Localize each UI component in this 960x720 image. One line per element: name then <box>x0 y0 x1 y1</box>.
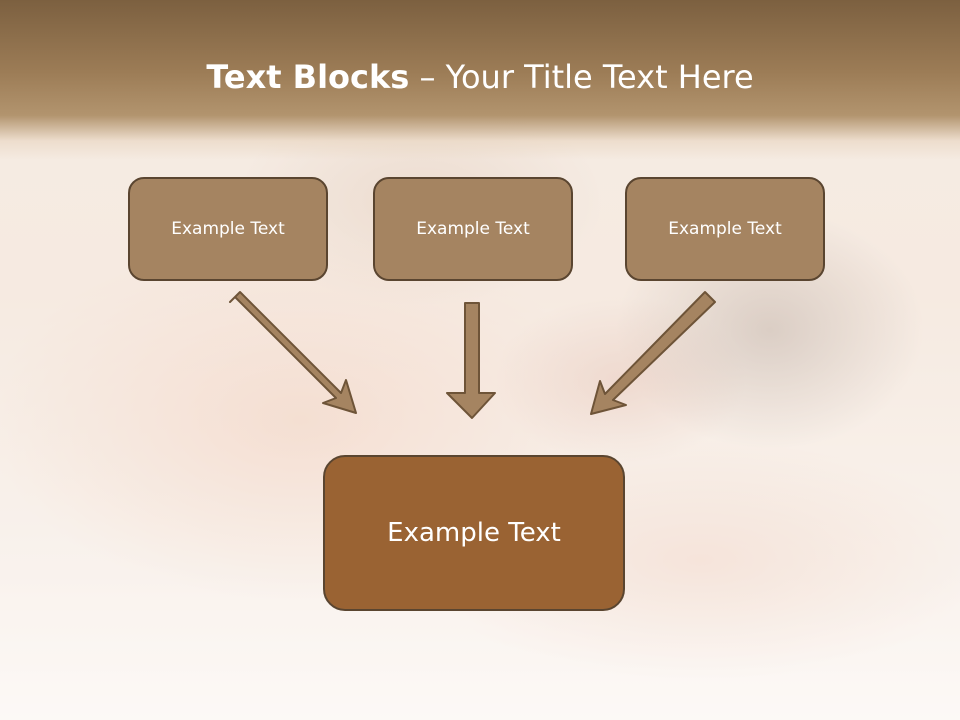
title-separator: – <box>419 58 436 96</box>
slide-title: Text Blocks – Your Title Text Here <box>0 52 960 102</box>
text-block-left[interactable]: Example Text <box>128 177 328 281</box>
title-rest-part: Your Title Text Here <box>445 58 754 96</box>
arrow-left-down-right <box>229 291 357 414</box>
text-block-main[interactable]: Example Text <box>323 455 625 611</box>
text-block-left-label: Example Text <box>171 219 285 239</box>
text-block-right-label: Example Text <box>668 219 782 239</box>
text-block-main-label: Example Text <box>387 518 561 548</box>
arrow-right-down-left <box>590 291 716 415</box>
text-block-right[interactable]: Example Text <box>625 177 825 281</box>
title-band <box>0 0 960 160</box>
text-block-center-label: Example Text <box>416 219 530 239</box>
arrow-center-down <box>446 302 496 419</box>
title-bold-part: Text Blocks <box>206 58 410 96</box>
text-block-center[interactable]: Example Text <box>373 177 573 281</box>
